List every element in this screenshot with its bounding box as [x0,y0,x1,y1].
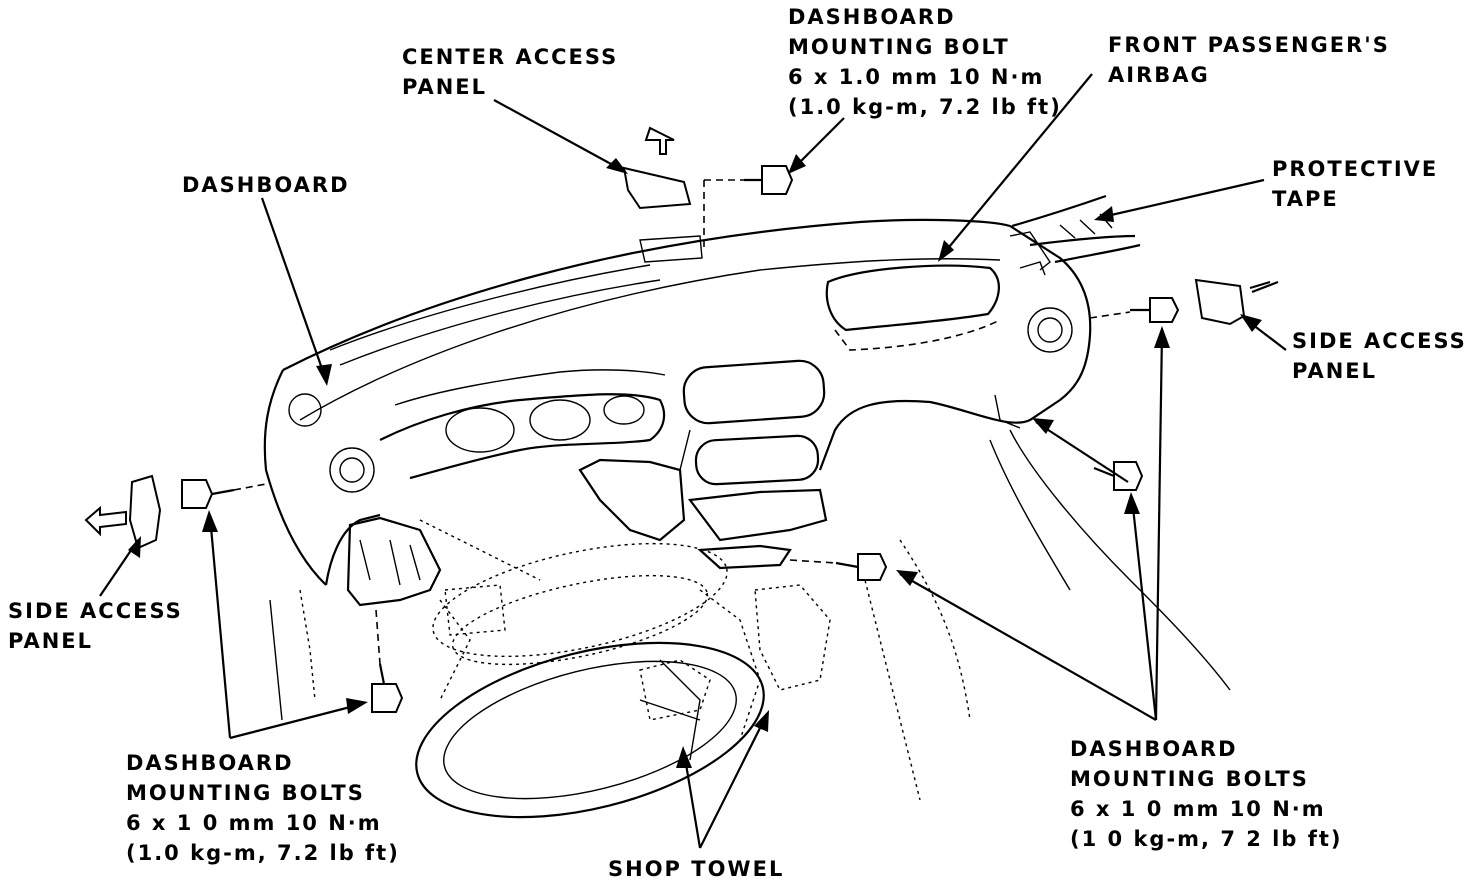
label-line: SIDE ACCESS [8,599,183,623]
label-shop-towel: SHOP TOWEL [608,854,784,884]
center-access-panel [622,126,692,210]
label-line: PANEL [8,629,94,653]
label-line: DASHBOARD [788,5,956,29]
shop-towel [444,584,831,721]
label-line: 6 x 1.0 mm 10 N·m [788,65,1045,89]
label-dashboard-mounting-bolt-top: DASHBOARD MOUNTING BOLT 6 x 1.0 mm 10 N·… [788,2,1062,122]
label-side-access-panel-left: SIDE ACCESS PANEL [8,596,183,656]
bolt-left-lower [371,609,404,713]
label-line: (1 0 kg-m, 7 2 lb ft) [1070,827,1343,851]
label-line: PROTECTIVE [1272,157,1439,181]
label-line: 6 x 1 0 mm 10 N·m [126,811,382,835]
bolt-right-upper [1089,297,1180,323]
label-line: MOUNTING BOLT [788,35,1010,59]
label-dashboard: DASHBOARD [182,170,350,200]
label-line: FRONT PASSENGER'S [1108,33,1390,57]
label-line: CENTER ACCESS [402,45,619,69]
label-dashboard-mounting-bolts-right: DASHBOARD MOUNTING BOLTS 6 x 1 0 mm 10 N… [1070,734,1343,854]
label-line: SIDE ACCESS [1292,329,1467,353]
bolt-center-lower [789,553,888,581]
label-line: DASHBOARD [1070,737,1238,761]
bolt-right-lower [1093,461,1144,491]
label-line: MOUNTING BOLTS [1070,767,1309,791]
side-access-panel-right [1194,278,1279,326]
label-line: MOUNTING BOLTS [126,781,365,805]
leader-lines [99,73,1287,849]
label-line: PANEL [402,75,488,99]
label-line: DASHBOARD [126,751,294,775]
dashboard [263,194,1231,801]
label-center-access-panel: CENTER ACCESS PANEL [402,42,618,102]
label-line: AIRBAG [1108,63,1210,87]
label-front-passenger-airbag: FRONT PASSENGER'S AIRBAG [1108,30,1390,90]
label-line: PANEL [1292,359,1378,383]
label-line: SHOP TOWEL [608,857,785,881]
label-dashboard-mounting-bolts-left: DASHBOARD MOUNTING BOLTS 6 x 1 0 mm 10 N… [126,748,400,868]
label-line: (1.0 kg-m, 7.2 lb ft) [788,95,1062,119]
bolt-top [703,165,794,250]
label-line: (1.0 kg-m, 7.2 lb ft) [126,841,400,865]
arrowheads [128,154,1262,768]
label-line: 6 x 1 0 mm 10 N·m [1070,797,1326,821]
side-access-panel-left [84,474,162,550]
label-line: DASHBOARD [182,173,350,197]
label-protective-tape: PROTECTIVE TAPE [1272,154,1438,214]
label-line: TAPE [1272,187,1339,211]
bolt-left-upper [181,479,267,509]
label-side-access-panel-right: SIDE ACCESS PANEL [1292,326,1467,386]
steering-wheel [415,542,765,819]
